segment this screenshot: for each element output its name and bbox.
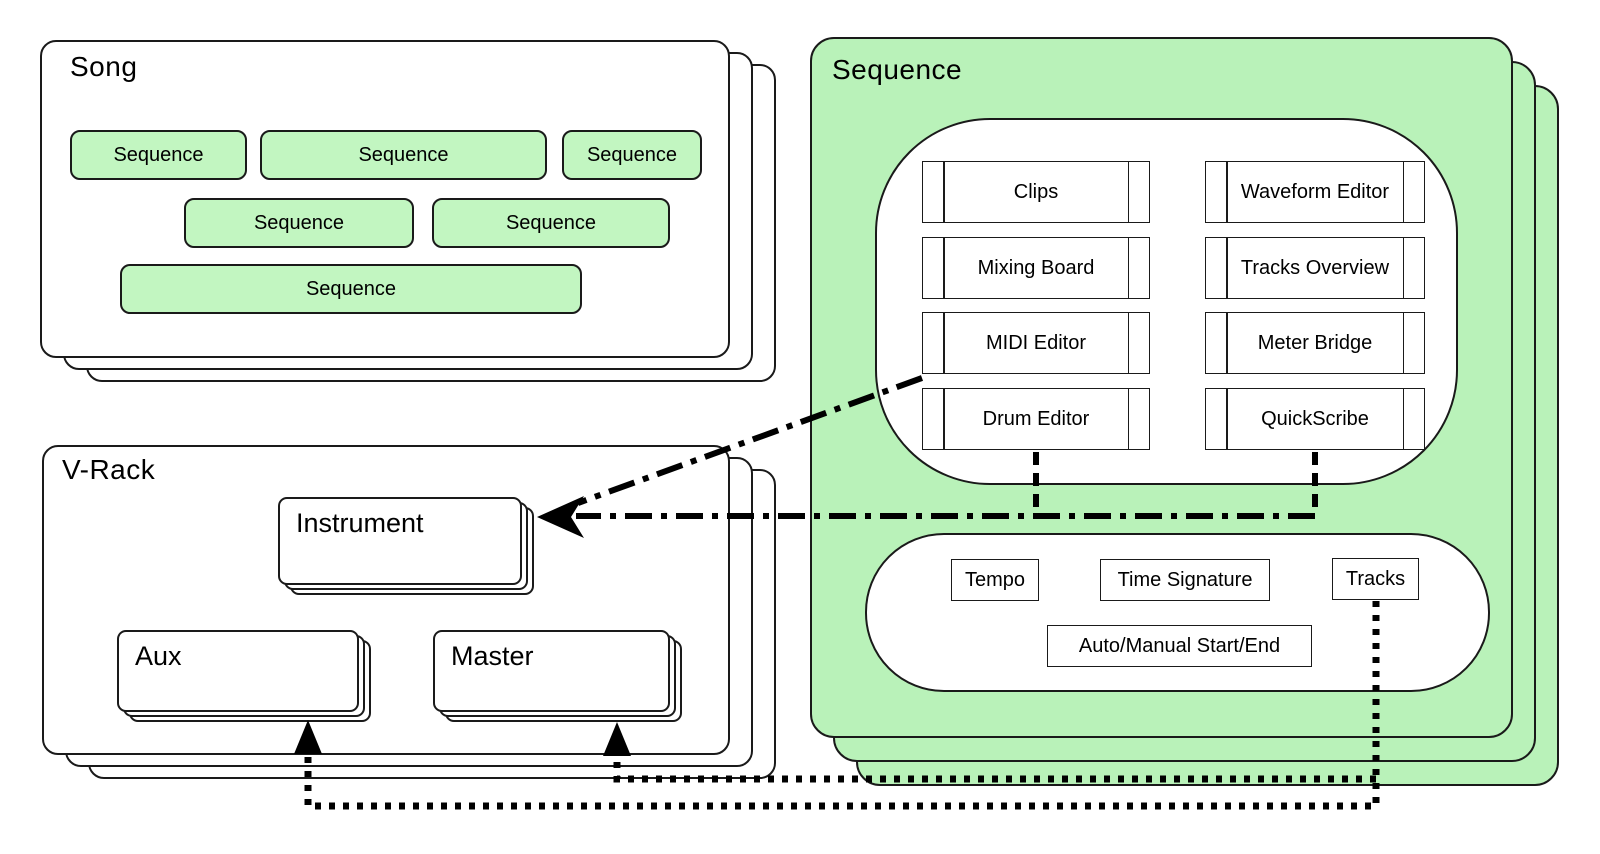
master-label: Master <box>451 641 534 671</box>
editor-midi-editor: MIDI Editor <box>922 312 1150 374</box>
editor-tracks-overview: Tracks Overview <box>1205 237 1425 299</box>
editor-clips: Clips <box>922 161 1150 223</box>
sequence-chip-1: Sequence <box>70 130 247 180</box>
sequence-chip-4: Sequence <box>184 198 414 248</box>
song-panel: Song Sequence Sequence Sequence Sequence… <box>40 40 730 358</box>
sequence-properties-container <box>865 533 1490 692</box>
aux-label: Aux <box>135 641 182 671</box>
editor-meter-bridge: Meter Bridge <box>1205 312 1425 374</box>
instrument-module: Instrument <box>278 497 522 585</box>
editor-quickscribe: QuickScribe <box>1205 388 1425 450</box>
master-module: Master <box>433 630 670 712</box>
sequence-chip-5: Sequence <box>432 198 670 248</box>
property-tempo: Tempo <box>951 559 1039 601</box>
property-time-signature: Time Signature <box>1100 559 1270 601</box>
editor-waveform-editor: Waveform Editor <box>1205 161 1425 223</box>
editor-drum-editor: Drum Editor <box>922 388 1150 450</box>
sequence-chip-6: Sequence <box>120 264 582 314</box>
sequence-chip-2: Sequence <box>260 130 547 180</box>
song-title: Song <box>70 51 138 82</box>
vrack-title: V-Rack <box>62 454 156 485</box>
property-tracks: Tracks <box>1332 558 1419 600</box>
instrument-label: Instrument <box>296 508 424 538</box>
sequence-chip-3: Sequence <box>562 130 702 180</box>
sequence-title: Sequence <box>832 54 963 85</box>
editor-mixing-board: Mixing Board <box>922 237 1150 299</box>
property-auto-manual-start-end: Auto/Manual Start/End <box>1047 625 1312 667</box>
aux-module: Aux <box>117 630 359 712</box>
